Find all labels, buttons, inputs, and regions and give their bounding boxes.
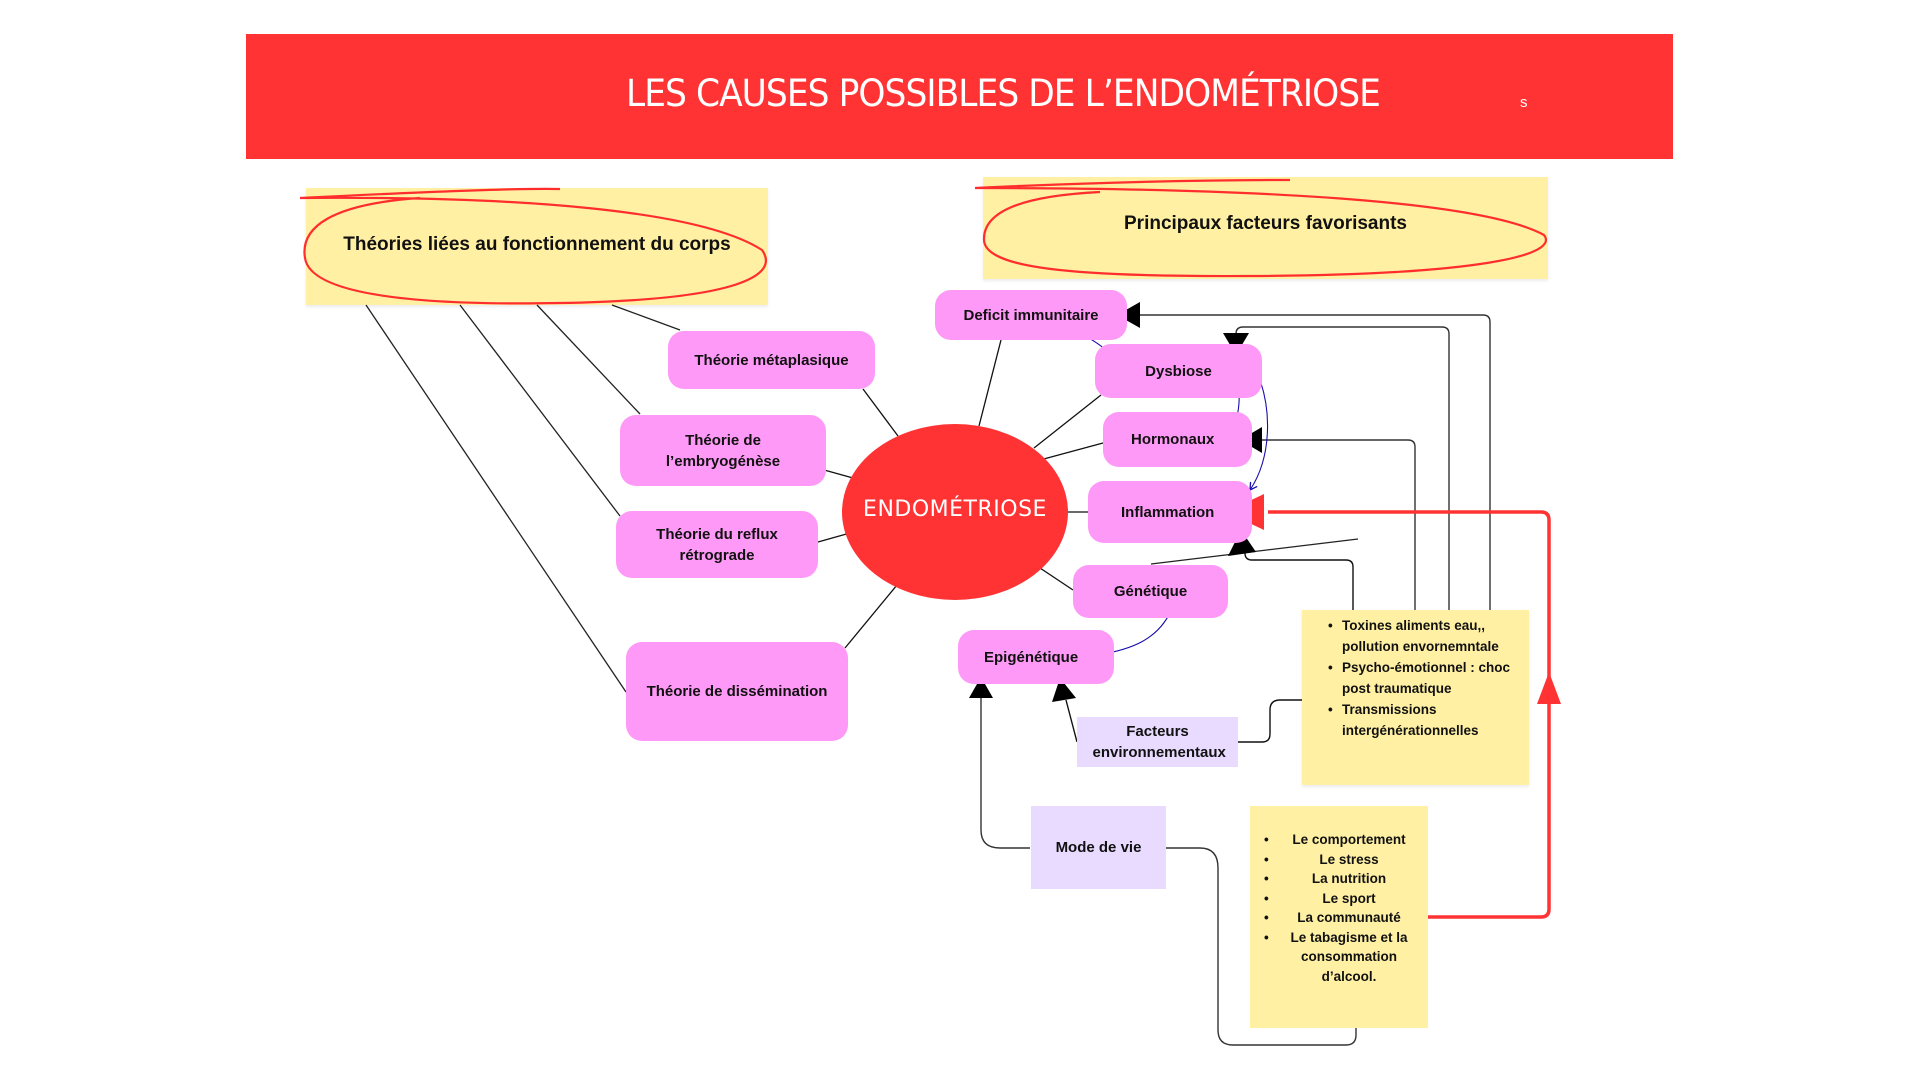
node-label: Théorie de l’embryogénèse [665, 431, 781, 470]
list-item: •La communauté [1264, 910, 1401, 926]
list-item: Toxines aliments eau,, pollution envorne… [1322, 616, 1522, 658]
connector-note-to-dysbiose [1235, 326, 1450, 610]
node-label: Hormonaux [1131, 431, 1215, 448]
red-arrowhead-upward [1537, 672, 1561, 704]
node-theorie-metaplasique[interactable]: Théorie métaplasique [668, 331, 875, 389]
link-center-dysbiose [1033, 394, 1102, 449]
environment-notes-list: Toxines aliments eau,, pollution envorne… [1322, 616, 1522, 742]
list-item: •Le sport [1264, 890, 1376, 906]
list-item: Transmissions intergénérationnelles [1322, 700, 1522, 742]
connector-note-to-environment [1238, 699, 1302, 743]
link-theories-embryogenese [536, 304, 641, 415]
node-theorie-reflux-retrograde[interactable]: Théorie du reflux rétrograde [616, 511, 818, 578]
node-label: Théorie du reflux rétrograde [656, 525, 778, 564]
node-theorie-dissemination[interactable]: Théorie de dissémination [626, 642, 848, 741]
node-label: Mode de vie [1055, 839, 1142, 856]
node-genetique[interactable]: Génétique [1073, 565, 1228, 618]
factors-group-title: Principaux facteurs favorisants [1124, 213, 1407, 234]
node-theorie-embryogenese[interactable]: Théorie de l’embryogénèse [620, 415, 826, 486]
page-title: LES CAUSES POSSIBLES DE L’ENDOMÉTRIOSE [626, 72, 1381, 115]
connector-environment-to-epigenetique [1065, 699, 1078, 743]
link-center-dissemination [844, 584, 898, 649]
connector-note-to-inflammation [1244, 550, 1354, 610]
node-label: Théorie de dissémination [646, 683, 828, 700]
link-theories-dissemination [365, 304, 627, 693]
node-label: Inflammation [1121, 503, 1215, 521]
node-label: Facteurs environnementaux [1092, 723, 1226, 761]
node-hormonaux[interactable]: Hormonaux [1103, 412, 1252, 467]
title-banner: LES CAUSES POSSIBLES DE L’ENDOMÉTRIOSE s [246, 34, 1673, 159]
node-dysbiose[interactable]: Dysbiose [1095, 344, 1262, 398]
connector-note-to-hormonaux [1262, 439, 1416, 610]
lifestyle-notes-sticky[interactable]: •Le comportement •Le stress •La nutritio… [1250, 806, 1428, 1028]
node-label: Epigénétique [984, 648, 1079, 666]
link-theories-reflux [459, 304, 621, 517]
link-center-hormonaux [1039, 442, 1104, 461]
node-label: Dysbiose [1145, 362, 1212, 380]
link-center-genetique [1039, 567, 1074, 591]
link-center-metaplasique [862, 388, 899, 437]
lifestyle-notes-list: •Le comportement •Le stress •La nutritio… [1250, 830, 1428, 987]
node-label: Deficit immunitaire [963, 306, 1099, 324]
center-topic-label: ENDOMÉTRIOSE [863, 497, 1047, 522]
list-item: Psycho-émotionnel : choc post traumatiqu… [1322, 658, 1522, 700]
node-deficit-immunitaire[interactable]: Deficit immunitaire [935, 290, 1127, 340]
list-item: •Le comportement [1264, 832, 1406, 847]
node-label: Théorie métaplasique [694, 351, 849, 369]
link-center-reflux [817, 532, 851, 543]
node-label: Génétique [1113, 583, 1188, 600]
connector-lifestyle-to-epigenetique [980, 698, 1030, 849]
list-item: •Le stress [1264, 851, 1379, 867]
node-mode-de-vie[interactable]: Mode de vie [1031, 806, 1166, 889]
theories-group-sticky[interactable]: Théories liées au fonctionnement du corp… [306, 188, 768, 305]
node-inflammation[interactable]: Inflammation [1088, 481, 1252, 543]
stray-character: s [1520, 94, 1528, 111]
environment-notes-sticky[interactable]: Toxines aliments eau,, pollution envorne… [1302, 610, 1529, 785]
theories-group-title: Théories liées au fonctionnement du corp… [343, 234, 731, 255]
factors-group-sticky[interactable]: Principaux facteurs favorisants [983, 177, 1548, 279]
link-center-deficit [978, 339, 1002, 427]
node-epigenetique[interactable]: Epigénétique [958, 630, 1114, 684]
list-item: •Le tabagisme et la consommation d’alcoo… [1264, 929, 1408, 984]
node-facteurs-environnementaux[interactable]: Facteurs environnementaux [1077, 717, 1238, 767]
list-item: •La nutrition [1264, 871, 1387, 887]
link-theories-metaplasique [611, 304, 681, 331]
